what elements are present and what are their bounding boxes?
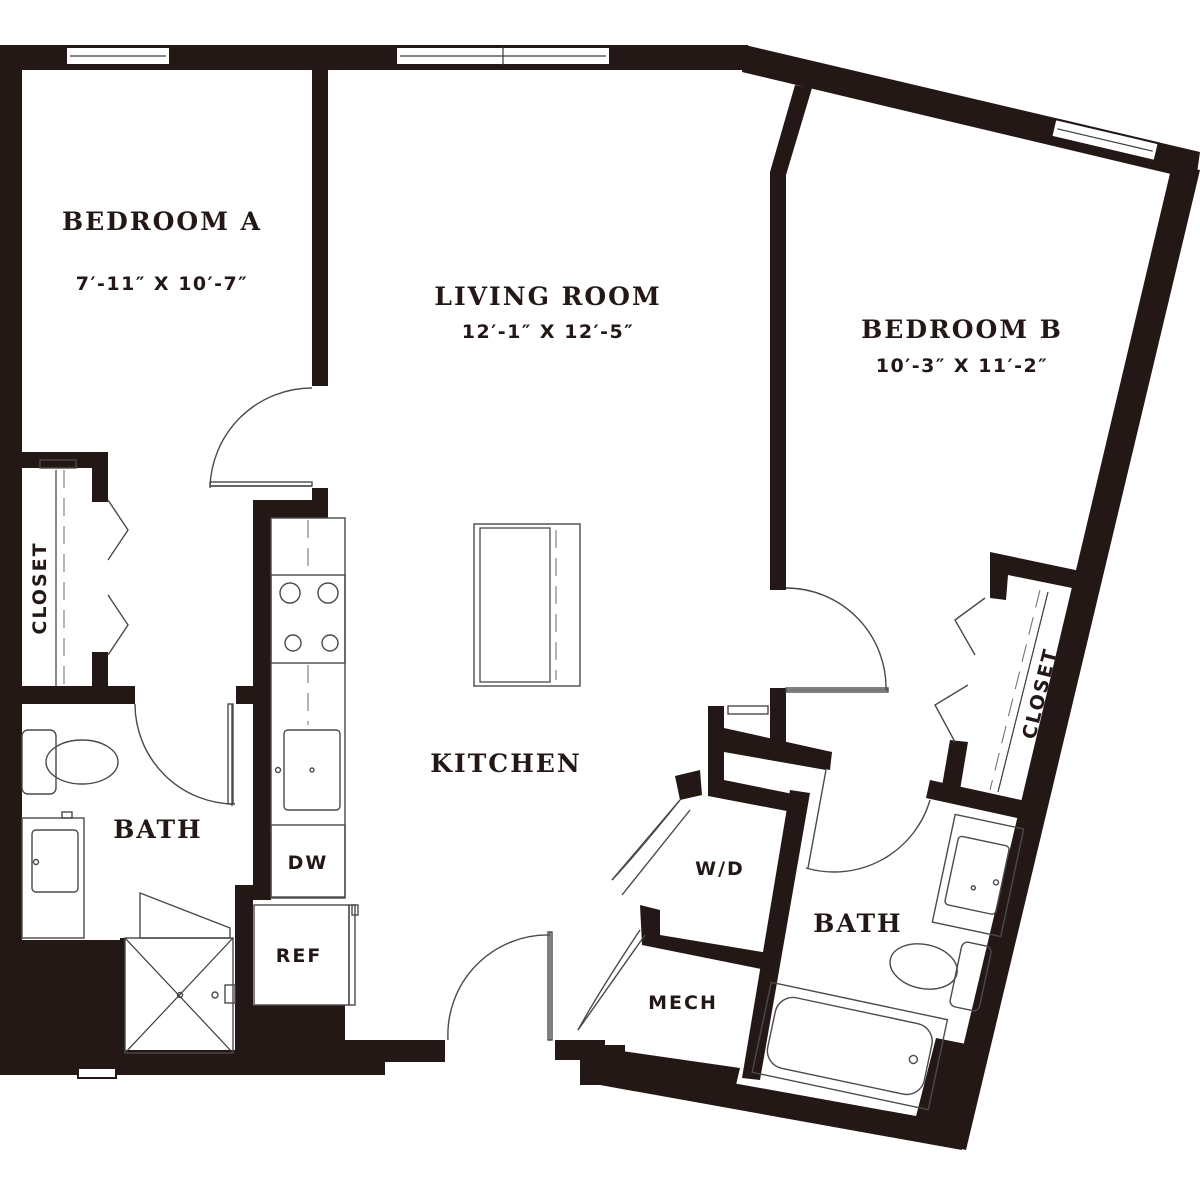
window-bedroom-a [65, 46, 171, 66]
door-entry [447, 931, 553, 1041]
bath-b-fixtures [751, 813, 1025, 1111]
window-bottom-left [77, 1067, 117, 1079]
room-labels: BEDROOM A 7′-11″ X 10′-7″ LIVING ROOM 12… [29, 207, 1063, 1014]
kitchen-name: KITCHEN [430, 749, 581, 778]
bath-a-fixtures [21, 729, 236, 1054]
bedroom-a-name: BEDROOM A [62, 207, 262, 236]
windows [65, 46, 1160, 1079]
door-closet-b [934, 597, 986, 743]
bathtub-b [751, 981, 949, 1111]
door-bath-b [805, 769, 931, 873]
kitchen-island [473, 523, 581, 687]
exterior-walls [0, 45, 1200, 1150]
door-closet-a [107, 499, 129, 656]
vanity-a [21, 811, 85, 939]
door-bedroom-a [209, 387, 313, 489]
dw-label: DW [288, 852, 329, 874]
bedroom-b-name: BEDROOM B [861, 315, 1063, 344]
closet-rods [39, 459, 1049, 793]
bath-b-name: BATH [813, 909, 902, 938]
kitchen-sink [274, 729, 341, 811]
bedroom-a-size: 7′-11″ X 10′-7″ [76, 273, 248, 295]
dishwasher [270, 824, 346, 898]
mech-label: MECH [648, 992, 718, 1014]
closet-a-name: CLOSET [29, 541, 51, 634]
wd-label: W/D [695, 858, 745, 880]
living-room-size: 12′-1″ X 12′-5″ [462, 321, 634, 343]
bedroom-b-size: 10′-3″ X 11′-2″ [876, 355, 1048, 377]
vanity-b [931, 813, 1025, 938]
kitchen-fixtures [253, 517, 581, 1006]
interior-walls [20, 68, 1085, 1140]
window-bedroom-b [1050, 117, 1160, 163]
shower-a [124, 891, 236, 1054]
toilet-a [21, 729, 119, 795]
door-bath-a [134, 703, 236, 806]
door-bedroom-b [785, 587, 889, 693]
cooktop [270, 574, 346, 664]
door-mech [577, 929, 646, 1031]
doors [107, 387, 986, 1041]
ref-label: REF [276, 945, 323, 967]
door-wd [611, 799, 691, 896]
bath-a-name: BATH [113, 815, 202, 844]
window-living-room [395, 46, 611, 66]
living-room-name: LIVING ROOM [434, 282, 661, 311]
toilet-b [889, 941, 992, 1012]
